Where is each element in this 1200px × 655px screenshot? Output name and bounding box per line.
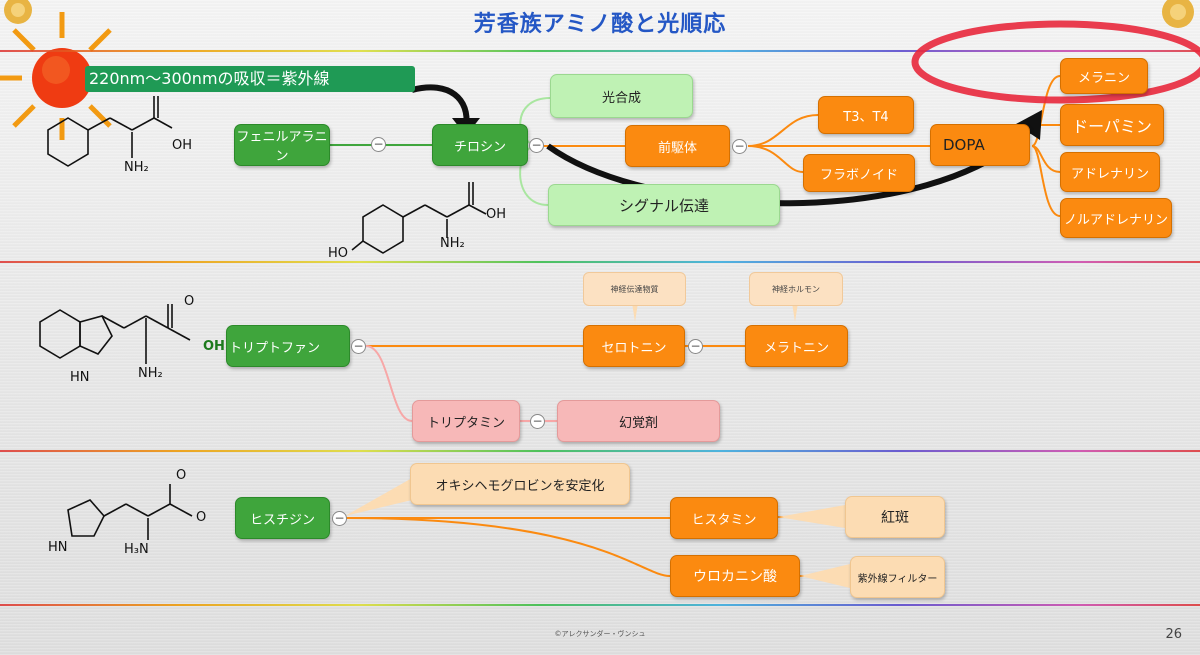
label-erythema: 紅斑 <box>845 496 945 538</box>
node-hallucinogen[interactable]: 幻覚剤 <box>557 400 720 442</box>
divider-bottom <box>0 604 1200 606</box>
collapse-precursor-icon[interactable]: − <box>732 139 747 154</box>
trp-o-label: O <box>184 294 195 309</box>
node-precursor[interactable]: 前駆体 <box>625 125 730 167</box>
callout-oxyhb <box>345 478 412 516</box>
node-histamine[interactable]: ヒスタミン <box>670 497 778 539</box>
his-o-label: O <box>196 510 207 525</box>
divider-top <box>0 50 1200 52</box>
trp-hn-label: HN <box>70 370 90 385</box>
node-photosynthesis[interactable]: 光合成 <box>550 74 693 118</box>
node-t3-t4[interactable]: T3、T4 <box>818 96 914 134</box>
collapse-his-icon[interactable]: − <box>332 511 347 526</box>
edge-his-urocanic <box>344 517 671 577</box>
node-signal-transduction[interactable]: シグナル伝達 <box>548 184 780 226</box>
node-dopamine[interactable]: ドーパミン <box>1060 104 1164 146</box>
node-melanin[interactable]: メラニン <box>1060 58 1148 94</box>
collapse-tyr-icon[interactable]: − <box>529 138 544 153</box>
flower-icon-right <box>1162 0 1194 28</box>
tyrosine-structure <box>351 182 487 254</box>
highlight-ellipse <box>911 20 1200 104</box>
collapse-serotonin-icon[interactable]: − <box>688 339 703 354</box>
node-serotonin[interactable]: セロトニン <box>583 325 685 367</box>
node-tyrosine[interactable]: チロシン <box>432 124 528 166</box>
tyr-oh-label: OH <box>486 207 507 222</box>
divider-2 <box>0 450 1200 452</box>
node-urocanic-acid[interactable]: ウロカニン酸 <box>670 555 800 597</box>
collapse-trp-icon[interactable]: − <box>351 339 366 354</box>
node-tryptamine[interactable]: トリプタミン <box>412 400 520 442</box>
callout-filter <box>800 564 850 588</box>
label-oxyhemoglobin: オキシヘモグロビンを安定化 <box>410 463 630 505</box>
label-uv-filter: 紫外線フィルター <box>850 556 945 598</box>
his-hn-label: HN <box>48 540 68 555</box>
his-o-top-label: O <box>176 468 187 483</box>
node-tryptophan[interactable]: トリプトファン <box>226 325 350 367</box>
edge-pre-t3 <box>747 114 819 147</box>
label-neurohormone: 神経ホルモン <box>749 272 843 306</box>
his-h3n-label: H₃N <box>124 542 149 557</box>
tryptophan-structure <box>39 304 191 364</box>
footer-credit: ©アレクサンダー・ヴンシュ <box>554 630 646 638</box>
node-adrenaline[interactable]: アドレナリン <box>1060 152 1160 192</box>
node-melatonin[interactable]: メラトニン <box>745 325 848 367</box>
histidine-structure <box>67 484 193 540</box>
trp-oh-label: OH <box>203 339 225 354</box>
callout-erythema <box>778 505 845 528</box>
page-title: 芳香族アミノ酸と光順応 <box>473 12 727 37</box>
edge-dopa-noradrenaline <box>1031 145 1061 217</box>
flower-icon-left <box>4 0 32 24</box>
tyr-ho-label: HO <box>328 246 349 261</box>
collapse-phe-icon[interactable]: − <box>371 137 386 152</box>
phe-nh2-label: NH₂ <box>124 160 149 175</box>
page-number: 26 <box>1165 627 1182 642</box>
sun-icon <box>0 12 124 140</box>
node-flavonoid[interactable]: フラボノイド <box>803 154 915 192</box>
divider-1 <box>0 261 1200 263</box>
phenylalanine-structure <box>47 96 173 167</box>
node-noradrenaline[interactable]: ノルアドレナリン <box>1060 198 1172 238</box>
node-histidine[interactable]: ヒスチジン <box>235 497 330 539</box>
node-phenylalanine[interactable]: フェニルアラニン <box>234 124 330 166</box>
tyr-nh2-label: NH₂ <box>440 236 465 251</box>
node-dopa[interactable]: DOPA <box>930 124 1030 166</box>
phe-oh-label: OH <box>172 138 193 153</box>
edge-pre-flav <box>747 145 804 173</box>
collapse-tryptamine-icon[interactable]: − <box>530 414 545 429</box>
uv-absorption-banner: 220nm～300nmの吸収＝紫外線 <box>85 66 415 92</box>
edge-dopa-melanin <box>1031 75 1061 147</box>
edge-trp-tryptamine <box>365 345 413 422</box>
trp-nh2-label: NH₂ <box>138 366 163 381</box>
label-neurotransmitter: 神経伝達物質 <box>583 272 686 306</box>
